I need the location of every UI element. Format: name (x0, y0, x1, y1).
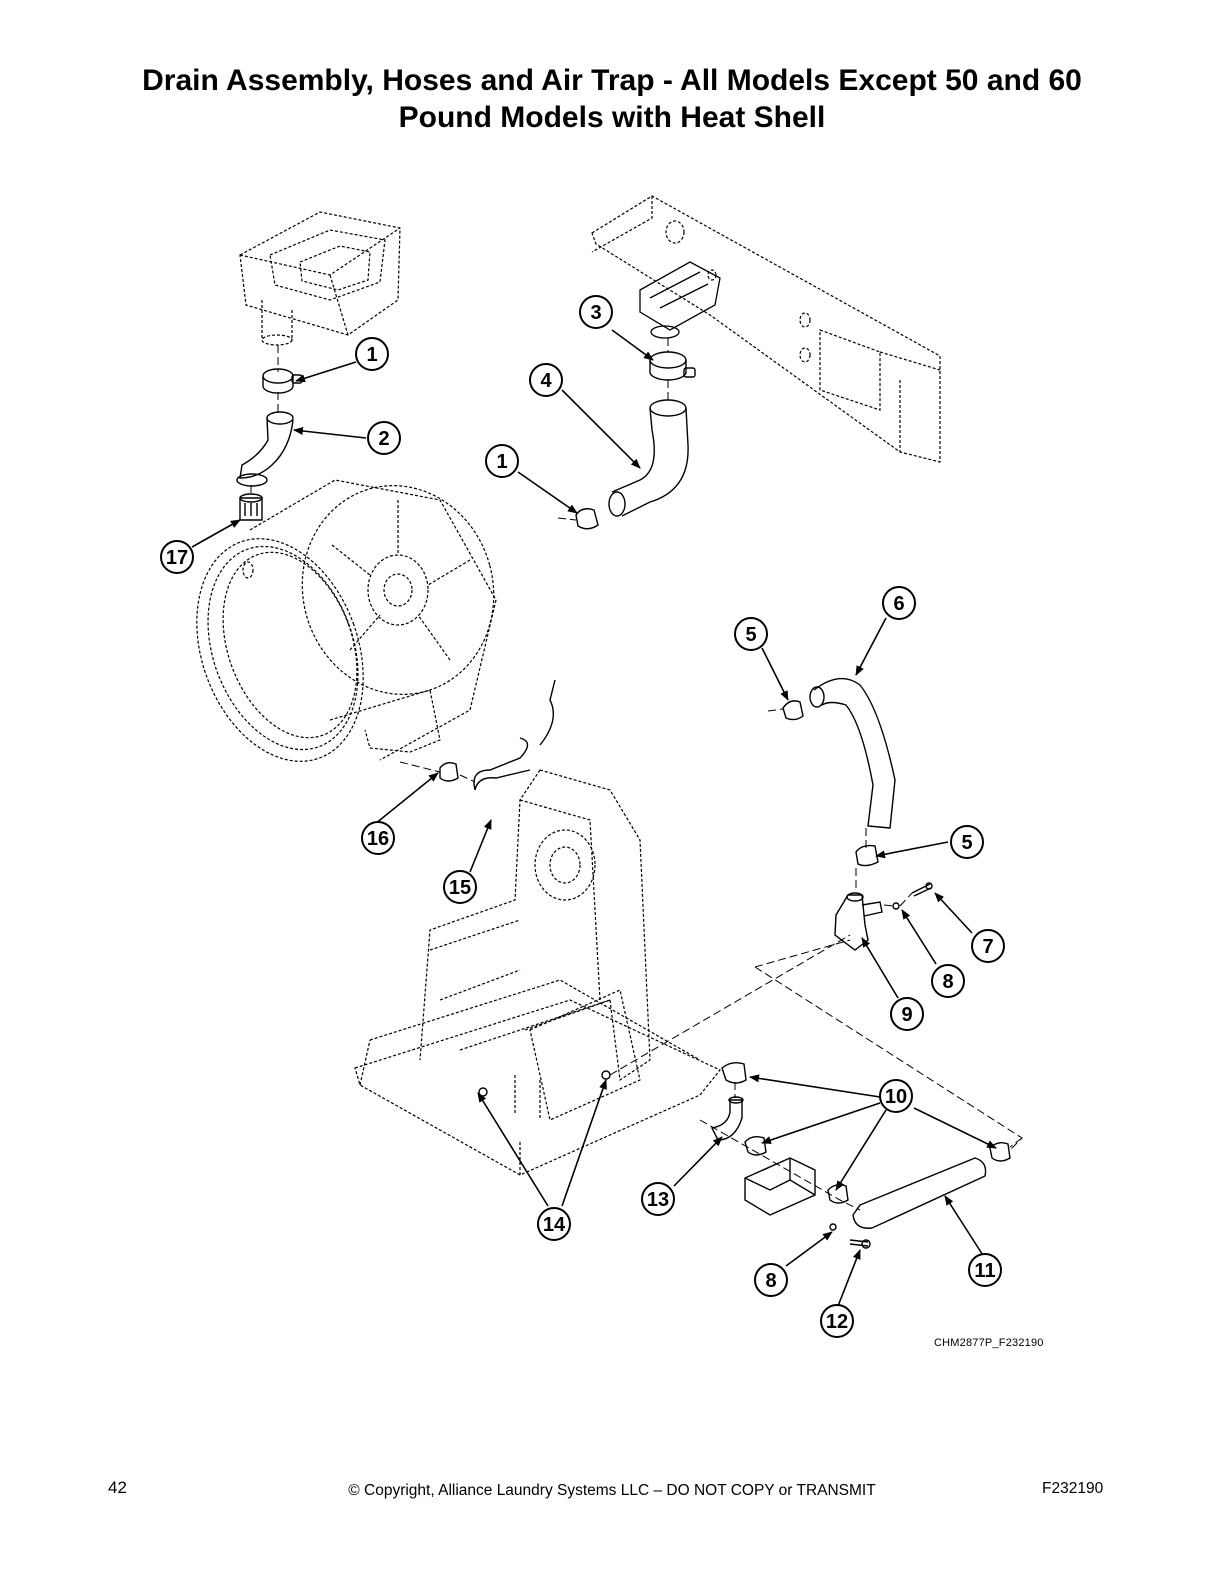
callout-label: 15 (449, 877, 471, 899)
callout-label: 11 (974, 1260, 995, 1282)
outer-tub-part (196, 479, 497, 762)
callout-2: 2 (367, 421, 401, 455)
callout-5: 5 (950, 825, 984, 859)
callout-label: 8 (942, 971, 953, 993)
callout-9: 9 (890, 997, 924, 1031)
callout-label: 12 (826, 1311, 848, 1333)
page-title-line-2: Pound Models with Heat Shell (398, 101, 826, 134)
callout-7: 7 (971, 929, 1005, 963)
callout-8: 8 (754, 1263, 788, 1297)
callout-3: 3 (579, 295, 613, 329)
callout-circle (529, 363, 563, 397)
callout-14: 14 (537, 1207, 571, 1241)
callout-circle (579, 295, 613, 329)
callout-circle (931, 964, 965, 998)
copyright-notice: © Copyright, Alliance Laundry Systems LL… (348, 1482, 876, 1499)
callout-label: 5 (745, 624, 756, 646)
callout-label: 14 (543, 1214, 566, 1236)
callout-label: 9 (901, 1004, 912, 1026)
callout-17: 17 (160, 540, 194, 574)
callout-label: 6 (893, 593, 904, 615)
callout-label: 8 (765, 1270, 776, 1292)
callout-15: 15 (443, 870, 477, 904)
callout-label: 2 (378, 428, 389, 450)
callout-circle (537, 1207, 571, 1241)
document-code: F232190 (1042, 1480, 1104, 1497)
callout-circle (641, 1182, 675, 1216)
callout-circle (820, 1304, 854, 1338)
callout-circle (367, 421, 401, 455)
callout-label: 10 (885, 1086, 907, 1108)
callout-label: 4 (540, 370, 552, 392)
callout-label: 7 (982, 936, 993, 958)
callout-11: 11 (968, 1253, 1002, 1287)
callout-circle (968, 1253, 1002, 1287)
callout-circle (971, 929, 1005, 963)
callout-label: 16 (367, 828, 389, 850)
callout-8: 8 (931, 964, 965, 998)
callout-circle (890, 997, 924, 1031)
callout-1: 1 (485, 444, 519, 478)
callout-circle (950, 825, 984, 859)
callout-circle (361, 821, 395, 855)
callout-circle (355, 337, 389, 371)
callout-4: 4 (529, 363, 563, 397)
base-frame-part (354, 769, 721, 1176)
control-console-part (591, 195, 941, 463)
callout-circle (734, 617, 768, 651)
page-number: 42 (108, 1478, 127, 1497)
callout-circle (160, 540, 194, 574)
page-title: Drain Assembly, Hoses and Air Trap - All… (40, 62, 1184, 136)
callout-5: 5 (734, 617, 768, 651)
callout-label: 3 (590, 302, 601, 324)
callout-circle (879, 1079, 913, 1113)
callout-label: 1 (496, 451, 507, 473)
page-title-line-1: Drain Assembly, Hoses and Air Trap - All… (142, 64, 1082, 97)
callout-10: 10 (879, 1079, 913, 1113)
callout-circle (485, 444, 519, 478)
leader-lines (191, 329, 997, 1307)
callout-13: 13 (641, 1182, 675, 1216)
callout-label: 1 (366, 344, 377, 366)
callout-1: 1 (355, 337, 389, 371)
callout-label: 13 (647, 1189, 669, 1211)
callout-circle (754, 1263, 788, 1297)
callout-label: 17 (166, 547, 188, 569)
callout-12: 12 (820, 1304, 854, 1338)
figure-code: CHM2877P_F232190 (934, 1337, 1044, 1349)
assembly-center-lines (250, 338, 1023, 1211)
dispenser-box-part (239, 211, 401, 346)
callout-circle (443, 870, 477, 904)
callout-circle (882, 586, 916, 620)
callout-6: 6 (882, 586, 916, 620)
water-valve-part (639, 261, 721, 339)
hose-and-clamp-parts (236, 351, 1011, 1249)
callout-label: 5 (961, 832, 972, 854)
callout-16: 16 (361, 821, 395, 855)
